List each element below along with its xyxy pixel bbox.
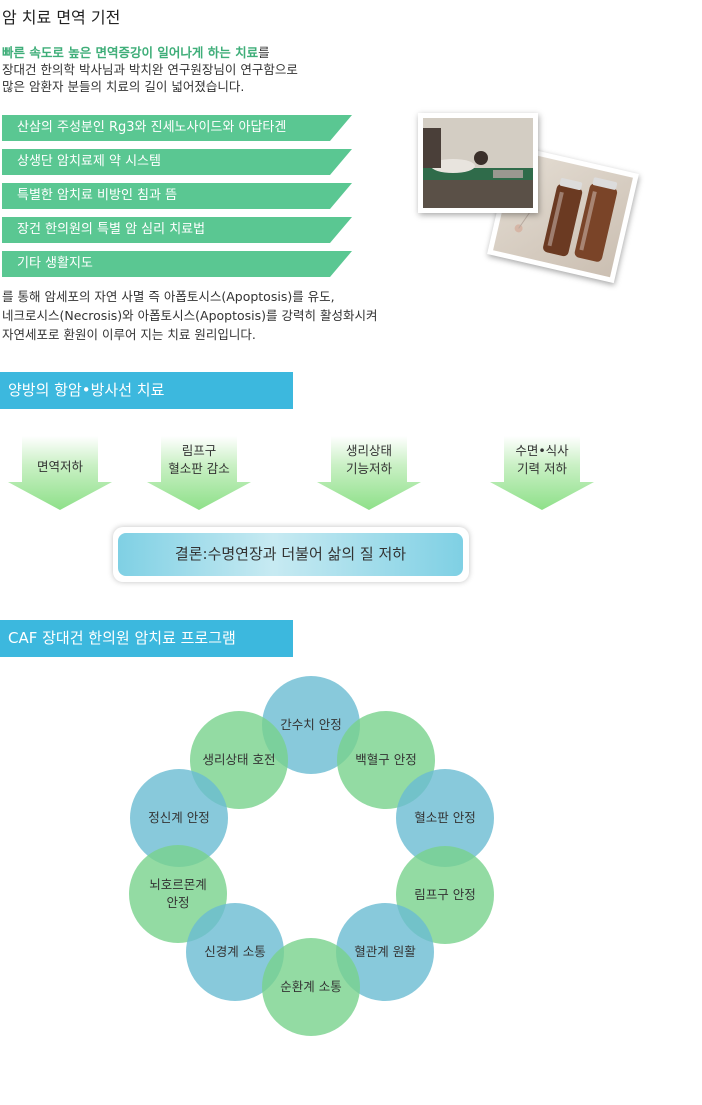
description-line-2: 네크로시스(Necrosis)와 아폽토시스(Apoptosis)를 강력히 활… [2,308,378,323]
herbal-jars-illustration [514,169,618,262]
ribbon-item-3: 특별한 암치료 비방인 침과 뜸 [2,183,352,209]
intro-highlight: 빠른 속도로 높은 면역증강이 일어나게 하는 치료 [2,45,259,60]
circle-label: 뇌호르몬계 안정 [149,877,207,910]
treatment-room-image [423,118,533,208]
section-caf-program-title: CAF 장대건 한의원 암치료 프로그램 [0,620,293,657]
arrow-label-3-line-1: 생리상태 [345,443,392,458]
page-title: 암 치료 면역 기전 [2,8,121,27]
ribbon-item-2: 상생단 암치료제 약 시스템 [2,149,352,175]
mechanism-description: 를 통해 암세포의 자연 사멸 즉 아폽토시스(Apoptosis)를 유도, … [2,287,377,344]
arrow-immune-decline: 면역저하 [8,436,112,510]
circle-circulation-flow: 순환계 소통 [262,938,360,1036]
circle-label: 생리상태 호전 [202,752,276,767]
circle-label: 순환계 소통 [280,979,342,994]
conclusion-box: 결론:수명연장과 더불어 삶의 질 저하 [113,527,469,582]
circle-label: 림프구 안정 [414,887,476,902]
circle-label: 간수치 안정 [280,717,342,732]
treatment-room-illustration [423,118,533,208]
down-arrow-icon [490,436,594,510]
intro-line-3: 많은 암환자 분들의 치료의 길이 넓어졌습니다. [2,79,245,94]
section-conventional-treatment-title: 양방의 항암•방사선 치료 [0,372,293,409]
arrow-label-2-line-2: 혈소판 감소 [168,461,230,476]
treatment-room-photo [418,113,538,213]
arrow-label-2-line-1: 림프구 [181,443,217,458]
description-line-3: 자연세포로 환원이 이루어 지는 치료 원리입니다. [2,327,256,342]
down-arrow-icon [8,436,112,510]
circle-label: 백혈구 안정 [355,752,417,767]
arrow-lymphocyte-decrease: 림프구 혈소판 감소 [147,436,251,510]
arrow-label-4-line-1: 수면•식사 [515,443,569,458]
arrow-label-1-line-1: 면역저하 [36,459,83,474]
circle-vascular-smooth: 혈관계 원활 [336,903,434,1001]
circle-label: 신경계 소통 [204,944,266,959]
down-arrow-icon [317,436,421,510]
arrow-physiology-decline: 생리상태 기능저하 [317,436,421,510]
ribbon-item-4: 장건 한의원의 특별 암 심리 치료법 [2,217,352,243]
intro-text: 빠른 속도로 높은 면역증강이 일어나게 하는 치료를 장대건 한의학 박사님과… [2,44,298,95]
circle-label: 정신계 안정 [148,810,210,825]
herbal-jars-photo [487,144,639,284]
circle-label: 혈관계 원활 [354,944,416,959]
down-arrow-icon [147,436,251,510]
circle-label: 혈소판 안정 [414,810,476,825]
herbal-jars-image [493,150,633,278]
arrow-label-4-line-2: 기력 저하 [517,461,567,476]
arrow-label-3-line-2: 기능저하 [345,461,392,476]
intro-highlight-suffix: 를 [258,45,270,60]
ribbon-item-1: 산삼의 주성분인 Rg3와 진세노사이드와 아답타겐 [2,115,352,141]
conclusion-text: 결론:수명연장과 더불어 삶의 질 저하 [118,533,463,576]
ribbon-item-5: 기타 생활지도 [2,251,352,277]
arrow-sleep-appetite-decline: 수면•식사 기력 저하 [490,436,594,510]
description-line-1: 를 통해 암세포의 자연 사멸 즉 아폽토시스(Apoptosis)를 유도, [2,289,335,304]
intro-line-2: 장대건 한의학 박사님과 박치완 연구원장님이 연구함으로 [2,62,298,77]
